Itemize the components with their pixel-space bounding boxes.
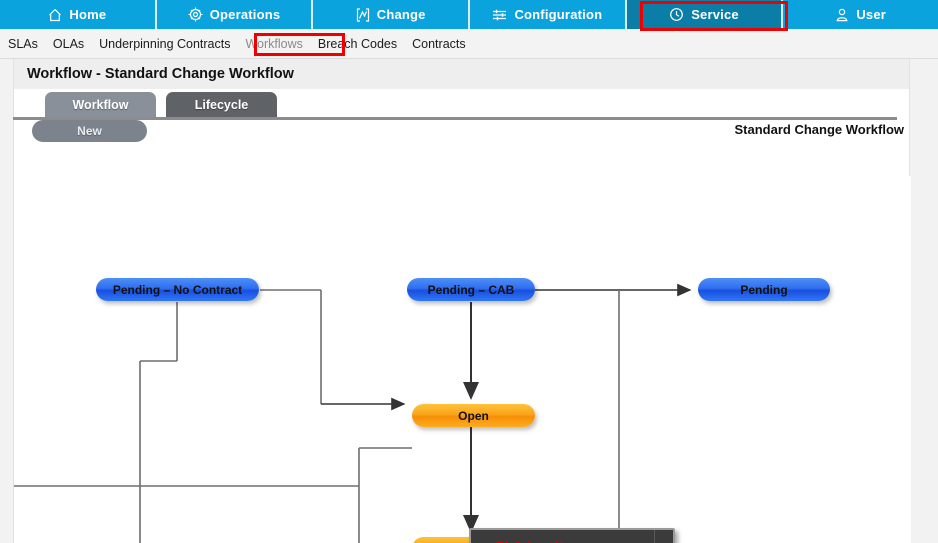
subnav-item-olas[interactable]: OLAs [52,36,85,51]
page-title: Workflow - Standard Change Workflow [27,66,294,82]
nav-item-service[interactable]: Service [626,0,784,29]
nav-item-label: Change [376,7,426,22]
subnav-item-contracts[interactable]: Contracts [412,36,466,51]
nav-item-label: User [856,7,887,22]
compass-icon [188,7,203,22]
nav-item-label: Home [69,7,107,22]
workflow-node-open[interactable]: Open [412,404,535,427]
tab-strip: Workflow Lifecycle [14,89,909,117]
node-label: Pending – No Contract [112,282,243,297]
node-label: Pending [740,282,788,297]
tab-workflow[interactable]: Workflow [45,92,156,117]
nav-item-label: Service [691,7,739,22]
tooltip-divider [654,530,655,543]
nav-item-change[interactable]: Change [313,0,471,29]
tab-lifecycle[interactable]: Lifecycle [166,92,277,117]
tab-underline [13,117,897,120]
subnav-item-breach-codes[interactable]: Breach Codes [317,36,398,51]
workflow-name-label: Standard Change Workflow [734,122,905,137]
sliders-icon [492,8,507,22]
workflow-connectors [14,283,692,543]
subnav-item-underpinning-contracts[interactable]: Underpinning Contracts [99,36,231,51]
subnav-item-workflows[interactable]: Workflows [245,36,303,51]
node-label: Pending – CAB [427,282,515,297]
nav-item-home[interactable]: Home [0,0,157,29]
tooltip-title: SLA Inactive [495,538,663,543]
sub-navigation-bar: SLAs OLAs Underpinning Contracts Workflo… [0,29,938,59]
nav-item-configuration[interactable]: Configuration [470,0,627,29]
sla-tooltip: SLA Inactive • Prior States Open Pending… [469,528,675,543]
clock-icon [669,7,684,22]
nav-item-label: Operations [209,7,281,22]
workflow-node-pending-no-contract[interactable]: Pending – No Contract [96,278,259,301]
new-button[interactable]: New [32,120,147,142]
nav-item-label: Configuration [514,7,603,22]
person-icon [835,8,849,22]
top-navigation-bar: Home Operations Change Configuration Ser… [0,0,938,29]
nav-item-operations[interactable]: Operations [157,0,314,29]
chart-bracket-icon [356,7,370,22]
tab-label: Workflow [72,97,129,112]
content-panel: Workflow - Standard Change Workflow Work… [13,59,911,543]
workflow-diagram-canvas[interactable]: Pending – No Contract Pending – CAB Pend… [14,176,911,543]
nav-item-user[interactable]: User [783,0,938,29]
panel-header: Workflow - Standard Change Workflow [14,59,909,89]
workflow-node-pending-cab[interactable]: Pending – CAB [407,278,535,301]
tab-label: Lifecycle [194,97,249,112]
node-label: Open [458,408,489,423]
home-icon [48,8,62,22]
toolbar: New Standard Change Workflow [14,117,909,149]
workflow-node-pending[interactable]: Pending [698,278,830,301]
subnav-item-slas[interactable]: SLAs [8,36,38,51]
